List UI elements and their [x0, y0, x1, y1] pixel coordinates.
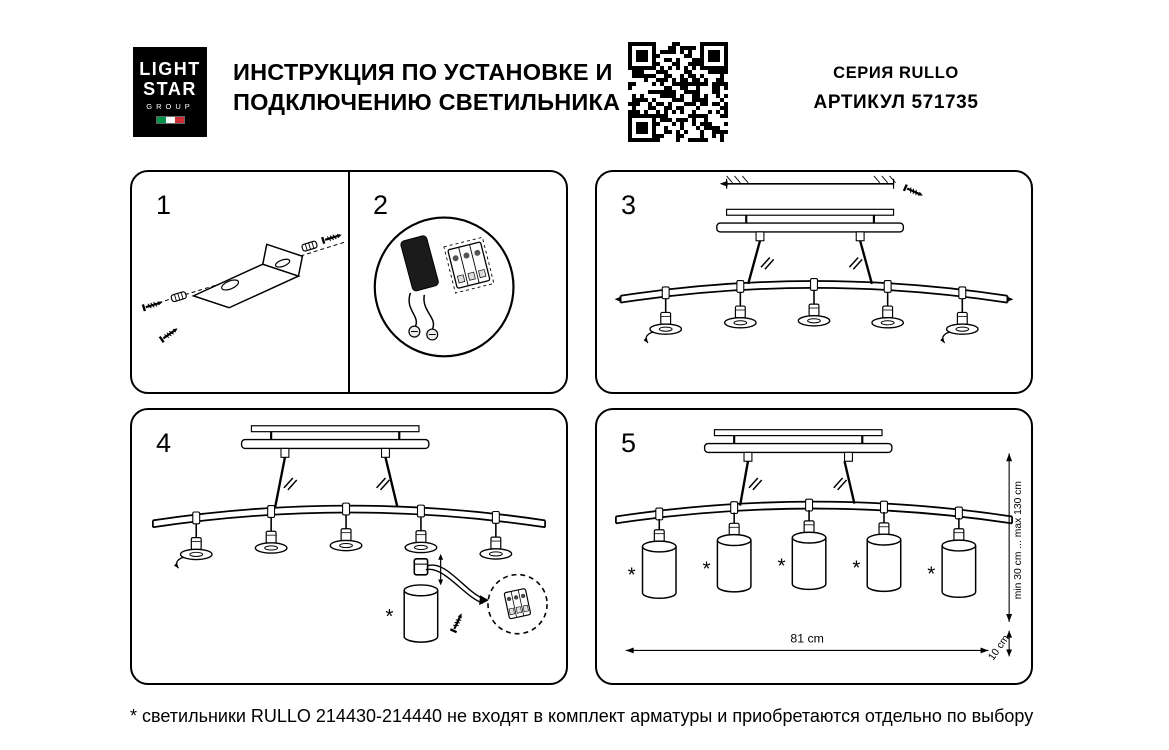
- screw-icon: [141, 297, 165, 313]
- suspension-rod: [273, 457, 287, 508]
- wire: [427, 564, 486, 600]
- pendant: [941, 506, 977, 598]
- dimension-width-label: 81 cm: [790, 632, 824, 646]
- arrow-icon: [719, 180, 728, 187]
- logo-text-group: GROUP: [146, 101, 194, 111]
- terminal-block-detail: [503, 588, 532, 620]
- panel-step-4: 4: [130, 408, 568, 685]
- asterisk-note: *: [628, 563, 636, 586]
- adjust-mark: [848, 256, 863, 270]
- product-info: СЕРИЯ RULLO АРТИКУЛ 571735: [760, 64, 1032, 114]
- italian-flag-icon: [155, 115, 185, 124]
- screw-icon: [902, 183, 926, 200]
- screw-icon: [158, 324, 181, 344]
- asterisk-note: *: [703, 558, 711, 581]
- step-number-4: 4: [156, 428, 172, 458]
- panel-step-5: 5: [595, 408, 1033, 685]
- asterisk-note: *: [385, 605, 393, 628]
- step-number-1: 1: [156, 190, 172, 220]
- asterisk-note: *: [927, 563, 935, 586]
- wire: [423, 294, 435, 330]
- logo-text-light: LIGHT: [139, 59, 201, 80]
- suspension-rod: [747, 240, 762, 285]
- dimension-rod-label: 10 cm: [987, 633, 1012, 662]
- hanger: [254, 505, 288, 554]
- hanger: [173, 511, 213, 569]
- adjust-mark: [283, 477, 298, 491]
- qr-code-icon: [628, 42, 728, 142]
- diagram-shade-attachment: *: [151, 424, 548, 643]
- title-line-1: ИНСТРУКЦИЯ ПО УСТАНОВКЕ И: [233, 59, 613, 85]
- hanger: [797, 278, 831, 327]
- dimension-height-label: min 30 cm ... max 130 cm: [1013, 481, 1024, 599]
- canopy: [703, 428, 893, 463]
- pendant: [866, 500, 902, 593]
- screw-icon: [321, 230, 344, 245]
- adjust-mark: [832, 477, 848, 491]
- pendant: [716, 501, 752, 593]
- dimension-height: min 30 cm ... max 130 cm: [1006, 453, 1024, 622]
- adjust-mark: [375, 477, 391, 491]
- footnote: * светильники RULLO 214430-214440 не вхо…: [130, 706, 1034, 726]
- panel-step-3: 3: [595, 170, 1033, 394]
- dimension-rod: 10 cm: [987, 630, 1013, 663]
- panel-steps-1-2: 1 2: [130, 170, 568, 394]
- canopy: [240, 424, 430, 459]
- panel-divider: [348, 172, 350, 392]
- hanger: [939, 286, 979, 344]
- hanger: [479, 510, 513, 560]
- curved-bar: [615, 500, 1013, 525]
- logo-text-star: STAR: [143, 78, 197, 99]
- arrow-icon: [614, 296, 622, 303]
- suspension-rod: [843, 460, 856, 504]
- asterisk-note: *: [852, 557, 860, 580]
- screw-icon: [449, 610, 466, 634]
- adjust-mark: [760, 256, 775, 270]
- wire: [408, 292, 418, 327]
- dimension-width: 81 cm: [625, 632, 989, 654]
- diagram-wiring-detail: [373, 216, 515, 358]
- title-line-2: ПОДКЛЮЧЕНИЮ СВЕТИЛЬНИКА: [233, 89, 621, 116]
- pendant: [791, 498, 827, 591]
- suspension-rod: [738, 461, 750, 506]
- suspension-rod: [859, 240, 874, 285]
- pendant: [641, 507, 677, 599]
- dowel-icon: [300, 240, 319, 253]
- diagram-frame-suspension: [614, 175, 1014, 344]
- step-number-3: 3: [621, 190, 637, 220]
- page-title: ИНСТРУКЦИЯ ПО УСТАНОВКЕ И ПОДКЛЮЧЕНИЮ СВ…: [233, 57, 620, 117]
- arrow-icon: [1006, 296, 1014, 303]
- canopy: [715, 208, 905, 242]
- hanger: [329, 502, 363, 552]
- qr-code: [628, 42, 728, 142]
- terminal-block: [443, 236, 495, 294]
- series-label: СЕРИЯ RULLO: [833, 64, 959, 82]
- hanger: [871, 279, 905, 329]
- arrow-icon: [479, 595, 489, 606]
- hanger: [723, 279, 757, 329]
- bracket-hole: [221, 279, 240, 291]
- ceiling-line: [726, 175, 896, 189]
- driver-box: [400, 235, 439, 292]
- dowel-icon: [170, 290, 188, 303]
- asterisk-note: *: [777, 555, 785, 578]
- step-number-5: 5: [621, 428, 637, 458]
- wire: [425, 568, 484, 604]
- diagram-final-assembly: * * * * * 81 cm min 30 cm ... max 130 cm: [615, 428, 1024, 663]
- step-number-2: 2: [373, 190, 389, 220]
- article-number: АРТИКУЛ 571735: [813, 92, 979, 113]
- detail-circle: [373, 216, 515, 358]
- suspension-rod: [384, 457, 399, 507]
- lightstar-logo: LIGHT STAR GROUP: [133, 47, 207, 137]
- hanger: [642, 286, 683, 344]
- lamp-shade: [403, 584, 439, 643]
- diagram-bracket-mounting: [141, 230, 345, 344]
- hanger: [404, 504, 438, 554]
- bracket-hole: [274, 258, 291, 268]
- shade-coupler: [413, 558, 429, 576]
- adjust-mark: [748, 477, 763, 491]
